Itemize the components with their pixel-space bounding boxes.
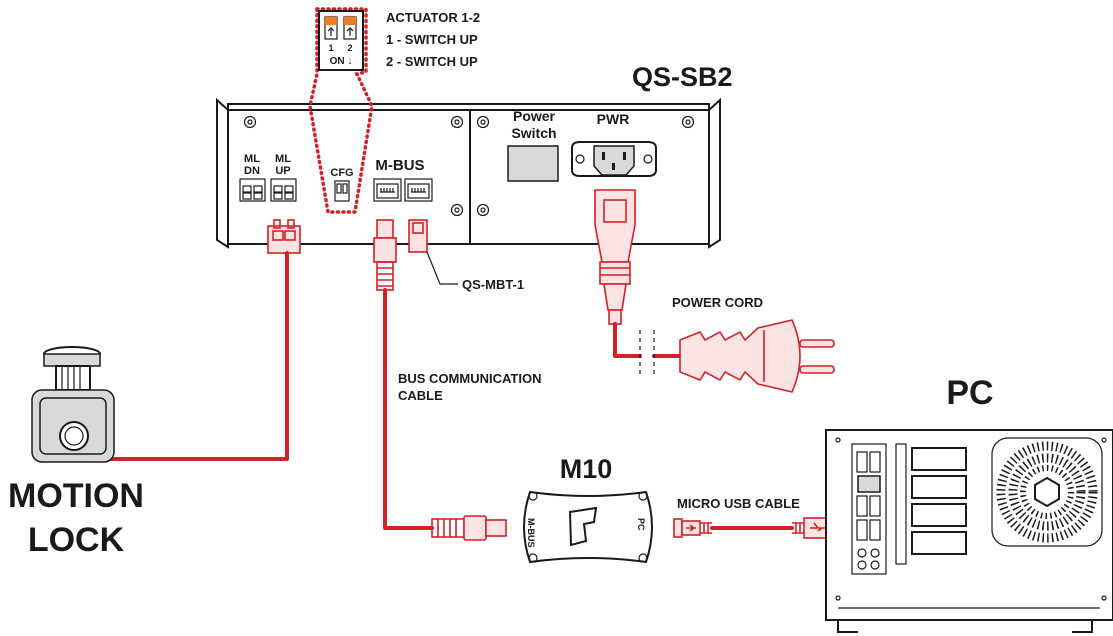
bus-cable-label-1: BUS COMMUNICATION — [398, 371, 541, 386]
actuator-callout: 1 2 ON ↓ ACTUATOR 1-2 1 - SWITCH UP 2 - … — [308, 7, 480, 214]
bus-cable-label-2: CABLE — [398, 388, 443, 403]
dip-number-1: 1 — [328, 43, 333, 53]
ml-up-label-1: ML — [275, 153, 291, 165]
m10-mbus-label: M-BUS — [526, 518, 536, 548]
power-inlet-icon — [571, 141, 657, 177]
power-cord-label: POWER CORD — [672, 295, 763, 310]
power-cord-cable-a — [613, 322, 642, 358]
ml-up-connector-icon — [270, 178, 297, 202]
schuko-plug — [679, 319, 835, 393]
motion-lock-device — [31, 346, 115, 463]
device-title: QS-SB2 — [632, 62, 733, 92]
screw-icon — [243, 115, 695, 217]
m10-pc-label: PC — [636, 518, 646, 531]
ml-dn-label-1: ML — [244, 153, 260, 165]
m10-title: M10 — [560, 454, 613, 484]
pc-title: PC — [946, 374, 993, 412]
dip-number-2: 2 — [347, 43, 352, 53]
ml-up-label-2: UP — [275, 165, 290, 177]
mbus-port-1-icon — [373, 178, 402, 202]
pc-tower — [825, 429, 1113, 633]
actuator-line-2: 2 - SWITCH UP — [386, 54, 478, 69]
ml-dn-label-2: DN — [244, 165, 260, 177]
pwr-label: PWR — [597, 111, 630, 127]
cable-break-mark — [639, 330, 655, 376]
dip-switch-large-icon — [318, 10, 364, 71]
motion-lock-label-2: LOCK — [28, 521, 125, 559]
terminator-leader-line — [426, 251, 458, 285]
micro-usb-plug — [673, 518, 712, 538]
micro-usb-label: MICRO USB CABLE — [677, 496, 800, 511]
mbus-port-2-icon — [404, 178, 433, 202]
cfg-dip-switch-icon — [334, 180, 350, 202]
actuator-title: ACTUATOR 1-2 — [386, 10, 480, 25]
motion-lock-label-1: MOTION — [8, 477, 144, 515]
ml-connector-plug — [267, 219, 301, 254]
m10-device — [523, 490, 653, 564]
power-switch-label-1: Power — [513, 108, 556, 124]
dip-on-label: ON ↓ — [330, 56, 353, 67]
power-switch-label-2: Switch — [511, 125, 556, 141]
actuator-line-1: 1 - SWITCH UP — [386, 32, 478, 47]
cfg-label: CFG — [330, 167, 353, 179]
bus-cable-end-plug — [431, 515, 507, 541]
mbus-rj45-plug — [373, 219, 397, 291]
bus-communication-cable — [383, 288, 434, 530]
terminator-label: QS-MBT-1 — [462, 277, 524, 292]
ml-dn-connector-icon — [239, 178, 266, 202]
power-switch — [507, 145, 559, 182]
m10-logo-icon — [568, 506, 598, 547]
mbus-label: M-BUS — [375, 157, 424, 174]
iec-plug — [594, 189, 636, 325]
terminator-plug — [408, 219, 428, 253]
